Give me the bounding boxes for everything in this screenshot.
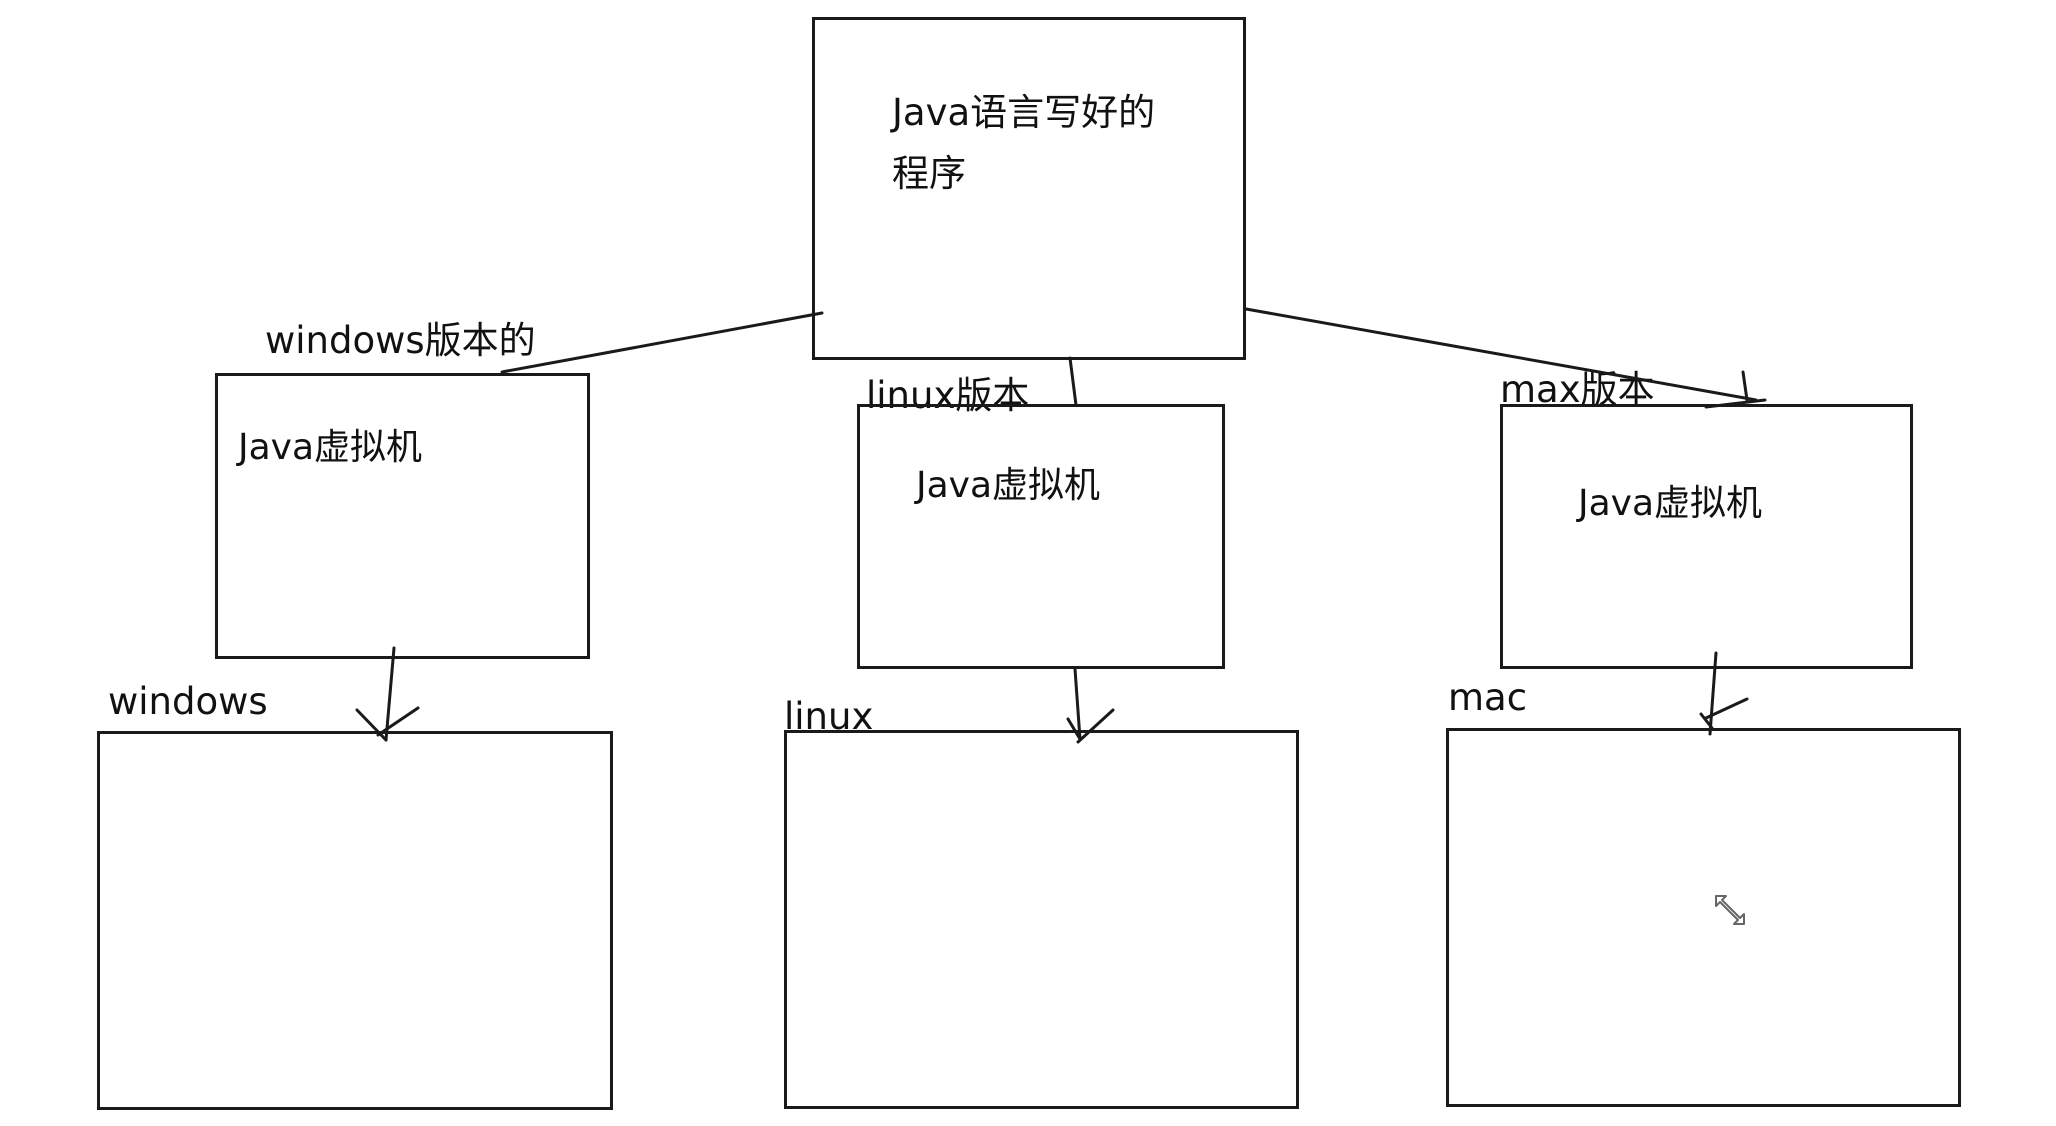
os-label-linux: linux	[784, 695, 874, 738]
vm-box-linux-text: Java虚拟机	[916, 465, 1101, 506]
vm-box-mac-text: Java虚拟机	[1578, 483, 1763, 524]
os-label-mac: mac	[1448, 676, 1528, 719]
arrowhead-os-mac	[1699, 697, 1749, 730]
connector-vm-linux-to-os-linux	[1073, 667, 1082, 741]
os-label-windows: windows	[108, 680, 268, 723]
resize-diagonal-cursor-icon	[1715, 895, 1745, 925]
vm-label-mac: max版本	[1500, 368, 1655, 411]
program-box: Java语言写好的程序	[812, 17, 1246, 360]
connector-program-to-vm-linux	[1068, 356, 1078, 407]
vm-label-linux: linux版本	[866, 374, 1030, 417]
arrowhead-vm-mac	[1704, 370, 1767, 409]
vm-box-windows-text: Java虚拟机	[238, 427, 423, 468]
os-box-windows	[97, 731, 613, 1110]
connector-program-to-vm-windows	[500, 311, 824, 374]
program-box-text: Java语言写好的程序	[892, 91, 1156, 195]
os-box-linux	[784, 730, 1299, 1109]
connector-vm-windows-to-os-windows	[384, 646, 396, 742]
os-box-mac	[1446, 728, 1961, 1107]
vm-box-linux: Java虚拟机	[857, 404, 1225, 669]
vm-box-mac: Java虚拟机	[1500, 404, 1913, 669]
vm-box-windows: Java虚拟机	[215, 373, 590, 659]
vm-label-windows: windows版本的	[265, 319, 536, 362]
